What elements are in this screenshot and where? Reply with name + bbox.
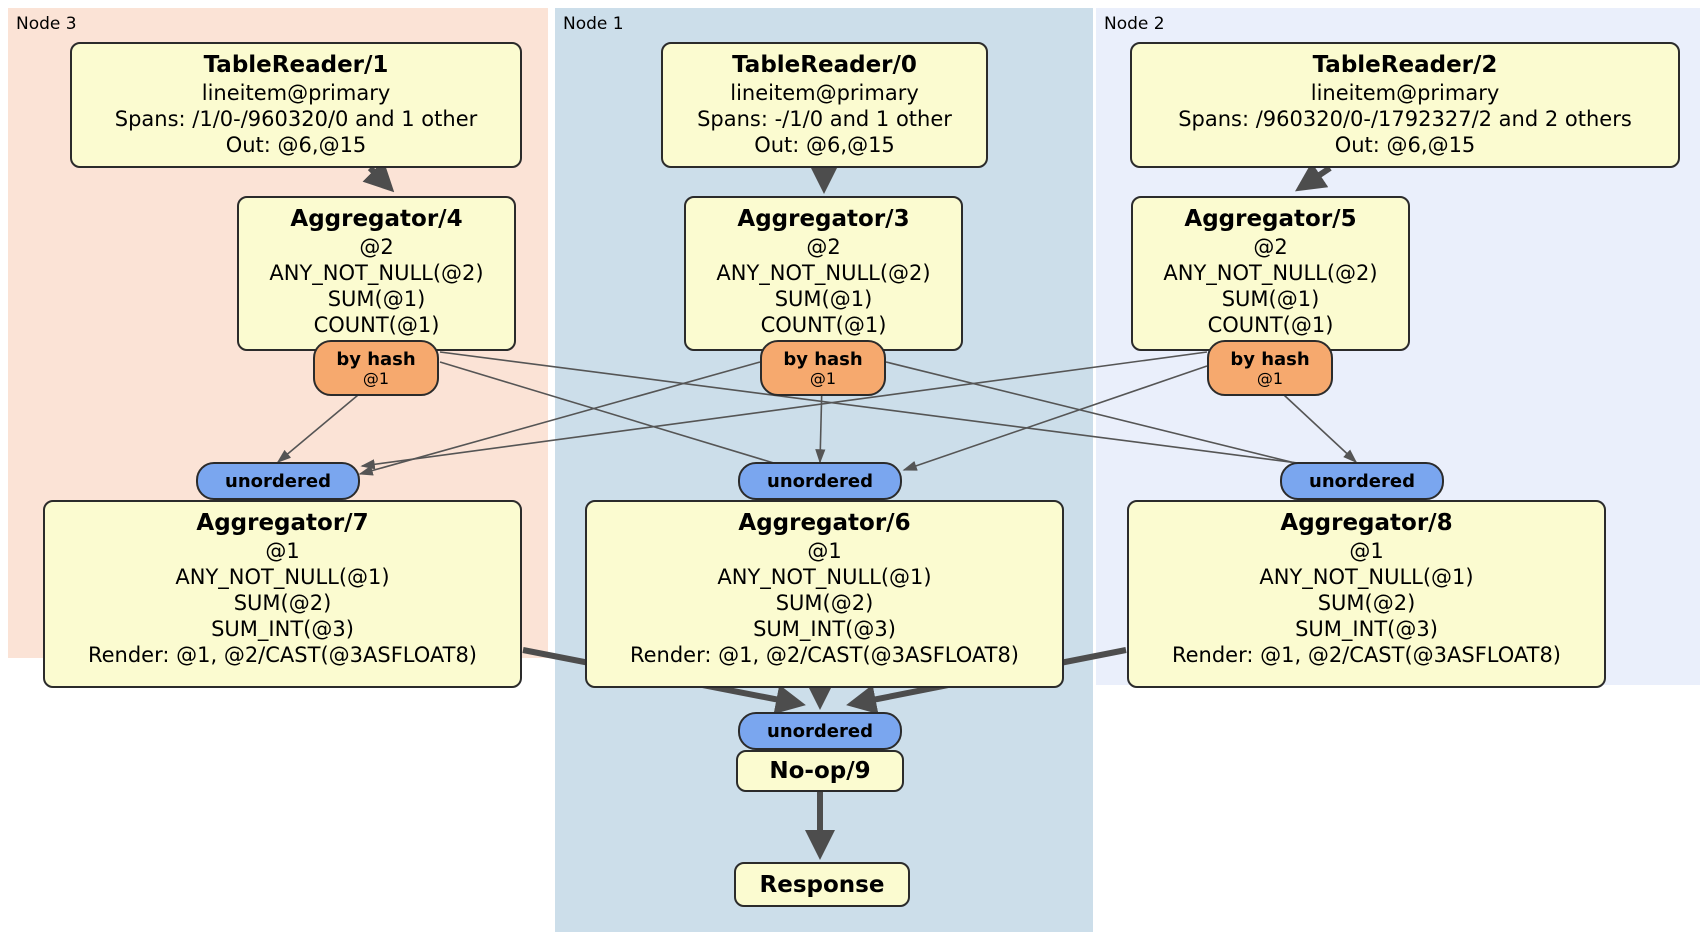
panel-label-node1: Node 1 <box>563 14 624 34</box>
edge-hash3-unordered7 <box>358 361 761 476</box>
node-title: Aggregator/4 <box>290 206 463 232</box>
badge-subtitle: @1 <box>362 368 390 388</box>
node-title: No-op/9 <box>769 758 871 784</box>
node-title: TableReader/2 <box>1312 52 1498 78</box>
badge-title: by hash <box>783 348 863 370</box>
node-title: Aggregator/3 <box>737 206 910 232</box>
node-detail-line: Out: @6,@15 <box>225 133 367 157</box>
node-detail-line: SUM_INT(@3) <box>1295 617 1438 641</box>
node-detail-line: Out: @6,@15 <box>1334 133 1476 157</box>
node-detail-line: lineitem@primary <box>1310 81 1500 105</box>
badge-title: unordered <box>767 720 873 742</box>
badge-subtitle: @1 <box>809 368 837 388</box>
node-title: Aggregator/5 <box>1184 206 1357 232</box>
node-detail-line: SUM_INT(@3) <box>753 617 896 641</box>
plan-node-response[interactable]: Response <box>734 862 910 907</box>
node-detail-line: SUM(@2) <box>775 591 874 615</box>
node-title: Aggregator/7 <box>196 510 369 536</box>
thin-edges <box>276 351 1358 480</box>
node-title: Aggregator/6 <box>738 510 911 536</box>
node-detail-line: @1 <box>807 539 842 563</box>
badge-title: unordered <box>767 470 873 492</box>
node-detail-line: Render: @1, @2/CAST(@3ASFLOAT8) <box>629 643 1020 667</box>
node-detail-line: Out: @6,@15 <box>754 133 895 157</box>
edge-hash4-unordered8 <box>439 351 1354 474</box>
node-detail-line: COUNT(@1) <box>760 313 887 337</box>
badge-subtitle: @1 <box>1256 368 1284 388</box>
node-detail-line: ANY_NOT_NULL(@1) <box>175 565 390 589</box>
node-detail-line: ANY_NOT_NULL(@1) <box>1259 565 1474 589</box>
node-detail-line: SUM(@1) <box>1221 287 1320 311</box>
panel-label-node2: Node 2 <box>1104 14 1165 34</box>
router-badge-unord6[interactable]: unordered <box>738 462 902 500</box>
router-badge-unord8[interactable]: unordered <box>1280 462 1444 500</box>
node-detail-line: SUM(@2) <box>1317 591 1416 615</box>
node-detail-line: @2 <box>1253 235 1288 259</box>
node-detail-line: ANY_NOT_NULL(@2) <box>716 261 931 285</box>
badge-title: by hash <box>1230 348 1310 370</box>
node-detail-line: @2 <box>359 235 394 259</box>
node-title: Aggregator/8 <box>1280 510 1453 536</box>
edge-hash5-unordered7 <box>360 351 1208 470</box>
router-badge-hash5[interactable]: by hash@1 <box>1207 340 1333 396</box>
node-detail-line: Spans: /1/0-/960320/0 and 1 other <box>114 107 478 131</box>
node-detail-line: COUNT(@1) <box>313 313 440 337</box>
router-badge-unord7[interactable]: unordered <box>196 462 360 500</box>
node-detail-line: @1 <box>265 539 300 563</box>
plan-node-noop9[interactable]: No-op/9 <box>736 750 904 792</box>
node-detail-line: SUM(@1) <box>327 287 426 311</box>
edge-tr1-agg4 <box>362 160 395 193</box>
badge-title: unordered <box>225 470 331 492</box>
node-title: TableReader/0 <box>732 52 917 78</box>
node-title: TableReader/1 <box>203 52 389 78</box>
node-detail-line: ANY_NOT_NULL(@2) <box>1163 261 1378 285</box>
node-detail-line: lineitem@primary <box>730 81 919 105</box>
badge-title: by hash <box>336 348 416 370</box>
badge-title: unordered <box>1309 470 1415 492</box>
node-detail-line: ANY_NOT_NULL(@2) <box>269 261 484 285</box>
edge-tr2-agg5 <box>1295 162 1332 192</box>
edge-hash3-unordered8 <box>885 361 1358 480</box>
edge-hash5-unordered6 <box>902 365 1208 471</box>
node-title: Response <box>759 871 885 898</box>
node-detail-line: SUM_INT(@3) <box>211 617 354 641</box>
node-detail-line: COUNT(@1) <box>1207 313 1334 337</box>
edge-hash4-unordered6 <box>439 361 812 476</box>
router-badge-hash4[interactable]: by hash@1 <box>313 340 439 396</box>
node-detail-line: Spans: -/1/0 and 1 other <box>697 107 952 131</box>
node-detail-line: Spans: /960320/0-/1792327/2 and 2 others <box>1178 107 1632 131</box>
node-detail-line: SUM(@1) <box>774 287 873 311</box>
node-detail-line: @1 <box>1349 539 1384 563</box>
node-detail-line: ANY_NOT_NULL(@1) <box>717 565 932 589</box>
panel-label-node3: Node 3 <box>16 14 77 34</box>
node-detail-line: Render: @1, @2/CAST(@3ASFLOAT8) <box>87 643 478 667</box>
node-detail-line: SUM(@2) <box>233 591 332 615</box>
router-badge-unord9[interactable]: unordered <box>738 712 902 750</box>
node-detail-line: lineitem@primary <box>201 81 391 105</box>
node-detail-line: Render: @1, @2/CAST(@3ASFLOAT8) <box>1171 643 1562 667</box>
router-badge-hash3[interactable]: by hash@1 <box>760 340 886 396</box>
node-detail-line: @2 <box>806 235 841 259</box>
